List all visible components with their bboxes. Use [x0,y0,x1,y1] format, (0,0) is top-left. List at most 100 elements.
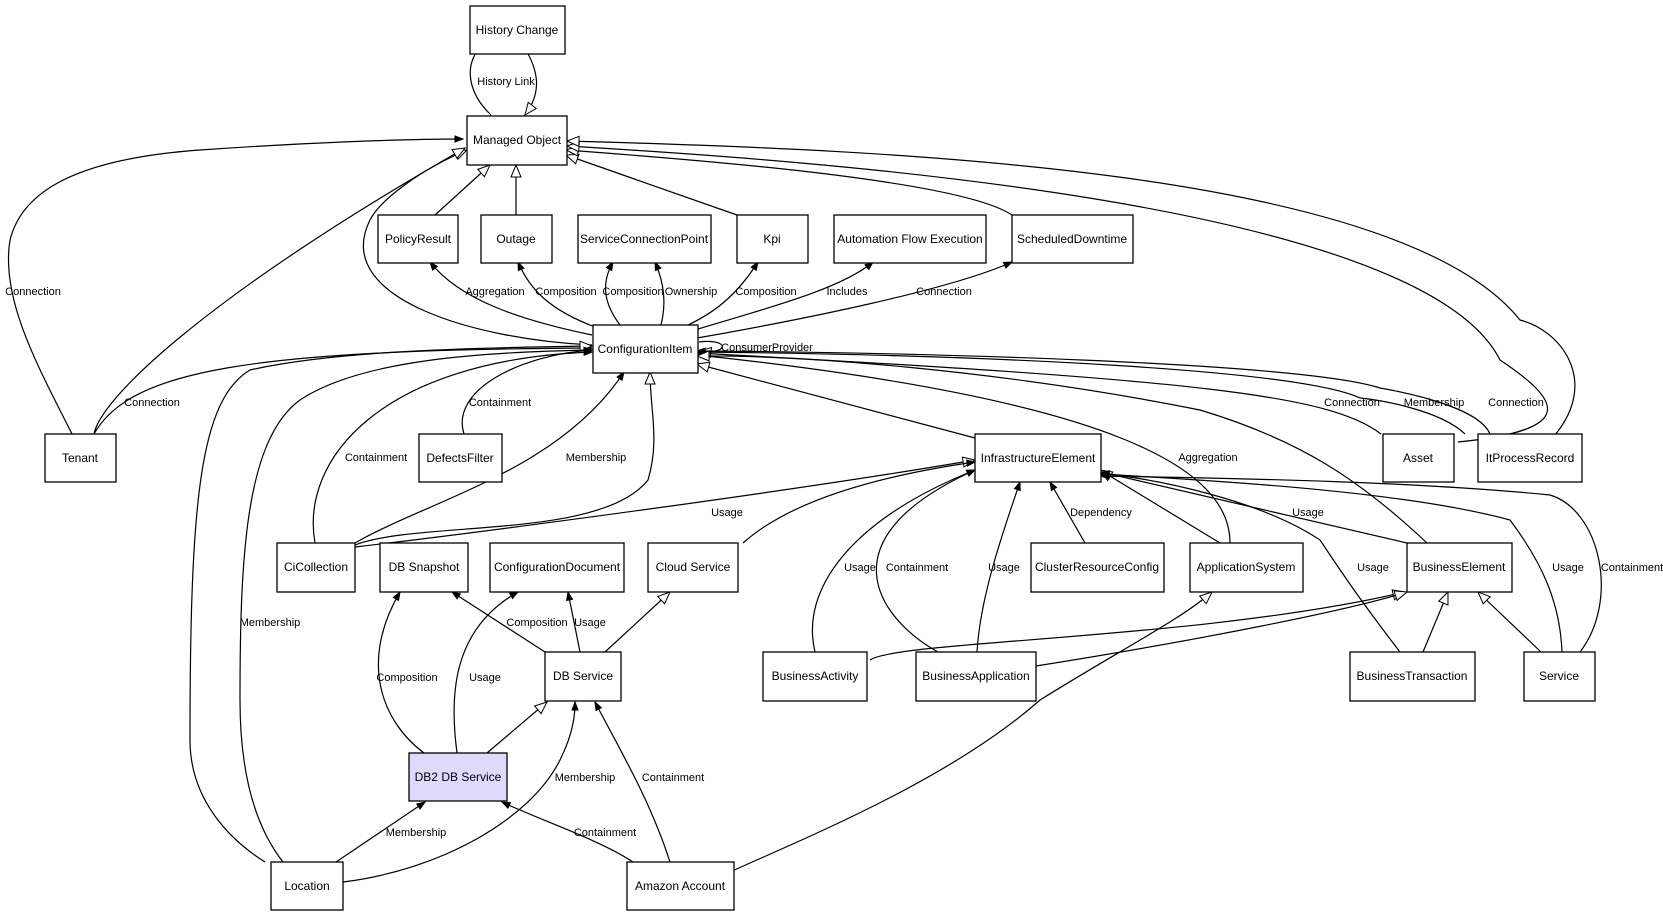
node-label: DB Snapshot [389,560,460,574]
node-label: ConfigurationDocument [494,560,621,574]
edge-itpr-mo [567,141,1576,436]
edge-ci-kpi [687,262,758,326]
edge-label-cicollection-containment: Containment [345,452,407,464]
node-policy-result[interactable]: PolicyResult [377,214,459,264]
node-configuration-item[interactable]: ConfigurationItem [592,324,699,374]
node-asset[interactable]: Asset [1382,433,1455,483]
node-amazon-account[interactable]: Amazon Account [626,861,735,911]
node-db2-db-service[interactable]: DB2 DB Service [408,752,508,802]
node-ci-collection[interactable]: CiCollection [276,542,356,593]
node-label: ScheduledDowntime [1017,232,1127,246]
node-label: Service [1539,669,1579,683]
edge-label-service-ie-usage: Usage [1552,562,1584,574]
edge-ci-outage [518,262,596,328]
edge-label-ba-ie-usage: Usage [844,562,876,574]
edge-label-tenant-ci-connection: Connection [124,397,180,409]
edge-service-ie-usage [1101,474,1563,653]
node-service-connection-point[interactable]: ServiceConnectionPoint [577,214,712,264]
node-outage[interactable]: Outage [480,214,553,264]
edge-dbs-snapshot [452,592,546,653]
node-label: ConfigurationItem [598,342,693,356]
node-business-transaction[interactable]: BusinessTransaction [1349,651,1476,702]
node-label: Tenant [62,451,99,465]
node-configuration-document[interactable]: ConfigurationDocument [489,542,625,593]
node-cluster-resource-config[interactable]: ClusterResourceConfig [1030,542,1165,593]
node-automation-flow-execution[interactable]: Automation Flow Execution [833,214,987,264]
edge-label-cluster-dependency: Dependency [1070,507,1132,519]
edge-service-be [1478,592,1542,653]
node-business-activity[interactable]: BusinessActivity [762,651,868,702]
edge-cic-ie [354,460,975,548]
edge-label-dbs-snapshot-composition: Composition [506,617,567,629]
node-label: Cloud Service [656,560,731,574]
edge-ci-scp-own [655,262,665,326]
edge-label-ci-sd-connection: Connection [916,286,972,298]
edge-defects-ci [461,350,592,435]
node-application-system[interactable]: ApplicationSystem [1189,542,1304,593]
edge-label-ci-afe-includes: Includes [827,286,868,298]
edge-label-location-dbs-membership: Membership [555,772,616,784]
node-db-service[interactable]: DB Service [544,651,622,702]
edge-asset-ci [697,353,1382,435]
edge-ci-policy [430,262,593,336]
node-defects-filter[interactable]: DefectsFilter [418,433,503,483]
edge-label-db2-doc-usage: Usage [469,672,501,684]
edge-amazon-dbs [595,702,671,863]
edge-label-tenant-mo-connection: Connection [5,286,61,298]
edge-db2-doc [453,592,518,754]
node-label: Location [284,879,329,893]
edge-bapp-be [1035,592,1407,667]
edges [7,42,1602,883]
node-infrastructure-element[interactable]: InfrastructureElement [974,433,1102,483]
edge-tenant-mo-inherit [93,148,465,435]
edge-appsys-ie [1100,470,1221,544]
edge-location-db2 [335,802,425,863]
edge-ci-sd [696,262,1012,339]
edge-sd-mo [566,150,1013,216]
node-history-change[interactable]: History Change [469,5,566,55]
node-managed-object[interactable]: Managed Object [466,115,568,166]
edge-label-defects-containment: Containment [469,397,531,409]
edge-label-location-db2-membership: Membership [386,827,447,839]
edge-appsys-ci [697,355,1231,544]
edge-label-bapp-ie-usage: Usage [988,562,1020,574]
edge-label-ci-self-consumer-provider: ConsumerProvider [721,342,813,354]
node-label: ServiceConnectionPoint [580,232,709,246]
edge-label-appsys-aggregation: Aggregation [1178,452,1237,464]
node-cloud-service[interactable]: Cloud Service [647,542,739,593]
node-label: PolicyResult [385,232,452,246]
node-it-process-record[interactable]: ItProcessRecord [1477,433,1583,483]
node-scheduled-downtime[interactable]: ScheduledDowntime [1011,214,1134,264]
node-business-element[interactable]: BusinessElement [1406,542,1513,593]
edge-bt-be [1422,592,1449,653]
edge-label-be-ie-usage: Usage [1292,507,1324,519]
node-kpi[interactable]: Kpi [736,214,809,264]
node-service[interactable]: Service [1523,651,1596,702]
edge-ba-ie [811,469,975,653]
edge-tenant-mo-conn [7,139,463,435]
node-label: Managed Object [473,133,562,147]
edge-service-ie-contain [1101,476,1602,653]
edge-ci-scp-comp [605,262,621,326]
node-label: DB Service [553,669,613,683]
edge-label-bt-ie-usage: Usage [1357,562,1389,574]
edge-label-cicollection-membership: Membership [566,452,627,464]
node-label: ItProcessRecord [1486,451,1575,465]
edge-history-mo [525,51,537,115]
edge-label-amazon-dbs-containment: Containment [642,772,704,784]
edge-be-ci [697,356,1428,544]
edge-cic-ci-inherit [354,372,654,546]
node-db-snapshot[interactable]: DB Snapshot [379,542,469,593]
node-tenant[interactable]: Tenant [44,433,117,483]
node-label: CiCollection [284,560,348,574]
node-location[interactable]: Location [270,861,344,911]
node-label: History Change [476,23,559,37]
node-business-application[interactable]: BusinessApplication [915,651,1037,702]
edge-label-itpr-membership: Membership [1404,397,1465,409]
node-label: Kpi [763,232,780,246]
edge-location-dbs [342,702,575,883]
edge-dbs-cloud [604,592,670,653]
nodes: History Change Managed Object PolicyResu… [44,5,1596,911]
edge-db2-dbs [486,702,547,754]
edge-labels: History Link Connection Connection Aggre… [5,76,1663,839]
